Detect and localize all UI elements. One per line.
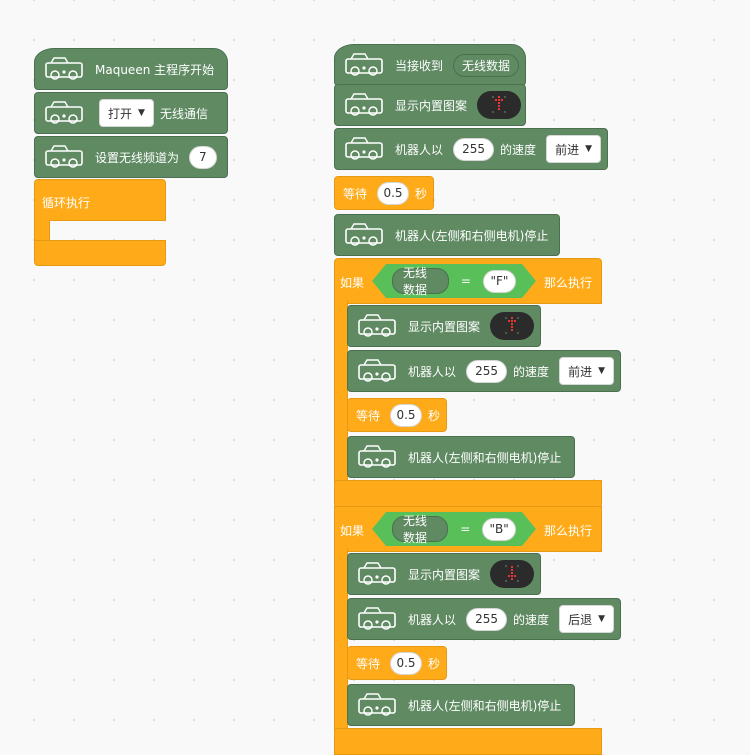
block-label: 秒 (427, 656, 440, 671)
show-pattern-block-3[interactable]: 显示内置图案 (347, 553, 541, 595)
if-block-F-foot (334, 480, 602, 508)
speed-input[interactable]: 255 (453, 137, 495, 161)
block-label: 显示内置图案 (395, 98, 468, 113)
caret-down-icon: ▼ (138, 108, 145, 118)
equals-sign: = (460, 522, 471, 536)
maqueen-car-icon (345, 53, 383, 76)
caret-down-icon: ▼ (585, 144, 592, 154)
show-pattern-block-2[interactable]: 显示内置图案 (347, 305, 541, 347)
set-radio-channel-block[interactable]: 设置无线频道为 7 (34, 136, 228, 178)
maqueen-car-icon (45, 145, 83, 168)
wait-seconds-input[interactable]: 0.5 (390, 651, 422, 675)
block-label: 等待 (356, 656, 381, 671)
block-label: 机器人(左侧和右侧电机)停止 (395, 228, 549, 243)
compare-value-input[interactable]: "B" (482, 517, 516, 541)
block-label: Maqueen 主程序开始 (95, 62, 215, 77)
maqueen-main-start-block[interactable]: Maqueen 主程序开始 (34, 48, 228, 90)
maqueen-car-icon (45, 101, 83, 124)
block-label: 显示内置图案 (408, 319, 481, 334)
block-label: 设置无线频道为 (95, 150, 180, 165)
channel-input[interactable]: 7 (189, 145, 217, 169)
caret-down-icon: ▼ (598, 366, 605, 376)
direction-dropdown[interactable]: 后退▼ (559, 605, 614, 633)
direction-dropdown[interactable]: 前进▼ (559, 357, 614, 385)
robot-move-block-3[interactable]: 机器人以 255 的速度 后退▼ (347, 598, 621, 640)
if-block-B-arm (334, 548, 348, 738)
robot-stop-block-1[interactable]: 机器人(左侧和右侧电机)停止 (334, 214, 560, 256)
maqueen-car-icon (358, 314, 396, 337)
show-pattern-block-1[interactable]: 显示内置图案 (334, 84, 526, 126)
block-label: 机器人以 (408, 612, 457, 627)
robot-stop-block-3[interactable]: 机器人(左侧和右侧电机)停止 (347, 684, 575, 726)
if-label: 如果 (340, 276, 365, 290)
led-matrix-icon[interactable] (490, 312, 535, 340)
block-label: 的速度 (513, 364, 550, 379)
block-label: 机器人(左侧和右侧电机)停止 (408, 698, 562, 713)
block-label: 当接收到 (395, 58, 444, 73)
radio-data-reporter[interactable]: 无线数据 (392, 266, 449, 297)
forever-loop-label: 循环执行 (42, 196, 91, 210)
radio-toggle-block[interactable]: 打开▼ 无线通信 (34, 92, 228, 134)
then-label: 那么执行 (544, 276, 593, 290)
if-block-F-arm (334, 300, 348, 484)
block-label: 无线通信 (159, 106, 208, 121)
robot-move-block-1[interactable]: 机器人以 255 的速度 前进▼ (334, 128, 608, 170)
maqueen-car-icon (358, 562, 396, 585)
led-matrix-icon[interactable] (490, 560, 535, 588)
wait-seconds-input[interactable]: 0.5 (390, 403, 422, 427)
direction-dropdown[interactable]: 前进▼ (546, 135, 601, 163)
compare-value-input[interactable]: "F" (482, 269, 516, 293)
led-matrix-icon[interactable] (477, 91, 522, 119)
block-label: 等待 (343, 186, 368, 201)
maqueen-car-icon (358, 445, 396, 468)
block-label: 显示内置图案 (408, 567, 481, 582)
block-label: 的速度 (513, 612, 550, 627)
maqueen-car-icon (45, 57, 83, 80)
block-label: 的速度 (500, 142, 537, 157)
block-label: 机器人以 (408, 364, 457, 379)
maqueen-car-icon (345, 93, 383, 116)
if-block-B-foot (334, 728, 602, 755)
maqueen-car-icon (345, 137, 383, 160)
forever-loop-foot (34, 240, 166, 266)
block-label: 机器人(左侧和右侧电机)停止 (408, 450, 562, 465)
speed-input[interactable]: 255 (466, 359, 508, 383)
radio-data-reporter[interactable]: 无线数据 (453, 53, 519, 77)
block-label: 等待 (356, 408, 381, 423)
maqueen-car-icon (345, 223, 383, 246)
maqueen-car-icon (358, 359, 396, 382)
speed-input[interactable]: 255 (466, 607, 508, 631)
radio-toggle-dropdown[interactable]: 打开▼ (99, 99, 154, 127)
wait-block-1[interactable]: 等待 0.5 秒 (334, 176, 434, 210)
radio-data-reporter[interactable]: 无线数据 (392, 514, 449, 545)
forever-loop-block[interactable] (34, 179, 166, 221)
wait-block-2[interactable]: 等待 0.5 秒 (347, 398, 447, 432)
block-label: 秒 (427, 408, 440, 423)
maqueen-car-icon (358, 693, 396, 716)
block-label: 秒 (414, 186, 427, 201)
equals-operator-B-content: 无线数据 = "B" (372, 513, 536, 545)
then-label: 那么执行 (544, 524, 593, 538)
wait-seconds-input[interactable]: 0.5 (377, 181, 409, 205)
maqueen-car-icon (358, 607, 396, 630)
forever-loop-arm (34, 220, 50, 246)
equals-sign: = (460, 274, 471, 288)
equals-operator-F-content: 无线数据 = "F" (372, 265, 536, 297)
robot-stop-block-2[interactable]: 机器人(左侧和右侧电机)停止 (347, 436, 575, 478)
block-label: 机器人以 (395, 142, 444, 157)
robot-move-block-2[interactable]: 机器人以 255 的速度 前进▼ (347, 350, 621, 392)
wait-block-3[interactable]: 等待 0.5 秒 (347, 646, 447, 680)
caret-down-icon: ▼ (598, 614, 605, 624)
on-radio-receive-block[interactable]: 当接收到 无线数据 (334, 44, 526, 86)
if-label: 如果 (340, 524, 365, 538)
